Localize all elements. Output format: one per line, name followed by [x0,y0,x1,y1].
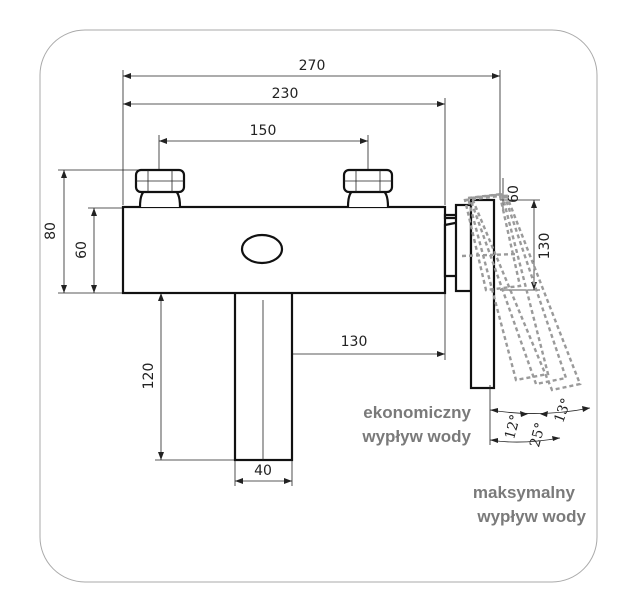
dim-label-80: 80 [43,222,59,240]
note-maximum-line1: maksymalny [473,483,576,502]
inlet-connector-left [134,168,186,208]
dim-label-130-horizontal: 130 [341,334,368,350]
angle-arcs [489,385,591,445]
angle-label-12: 12° [502,413,524,441]
dim-label-130-vertical: 130 [537,233,553,260]
dim-label-40: 40 [254,463,272,479]
dimension-150: 150 [158,123,369,170]
dimension-40: 40 [234,460,293,486]
inlet-connector-right [342,168,394,208]
lever-base [454,203,473,293]
dimension-130-vertical: 130 [500,199,553,291]
dimension-80: 80 [43,169,140,294]
dim-label-270: 270 [299,58,326,74]
note-economic-line2: wypływ wody [361,427,471,446]
dimension-230: 230 [123,86,446,205]
dim-label-60-right: 60 [506,185,522,203]
dimension-60-right: 60 [502,178,522,210]
note-maximum-line2: wypływ wody [476,507,586,526]
dimension-60-left: 60 [74,207,123,293]
lever-handle [469,198,496,390]
note-economic-line1: ekonomiczny [363,403,471,422]
dimension-270: 270 [122,58,501,205]
control-knob [240,233,284,265]
valve-body [121,205,447,295]
dim-label-120: 120 [141,363,157,390]
dim-label-60-left: 60 [74,241,90,259]
angle-label-25: 25° [527,421,549,449]
dim-label-230: 230 [272,86,299,102]
dimension-120: 120 [141,292,235,461]
lever-positions-dashed [461,192,582,392]
angle-label-13: 13° [551,396,575,425]
outlet-pipe [233,285,294,462]
frame-border [39,29,598,583]
dim-label-150: 150 [250,123,277,139]
